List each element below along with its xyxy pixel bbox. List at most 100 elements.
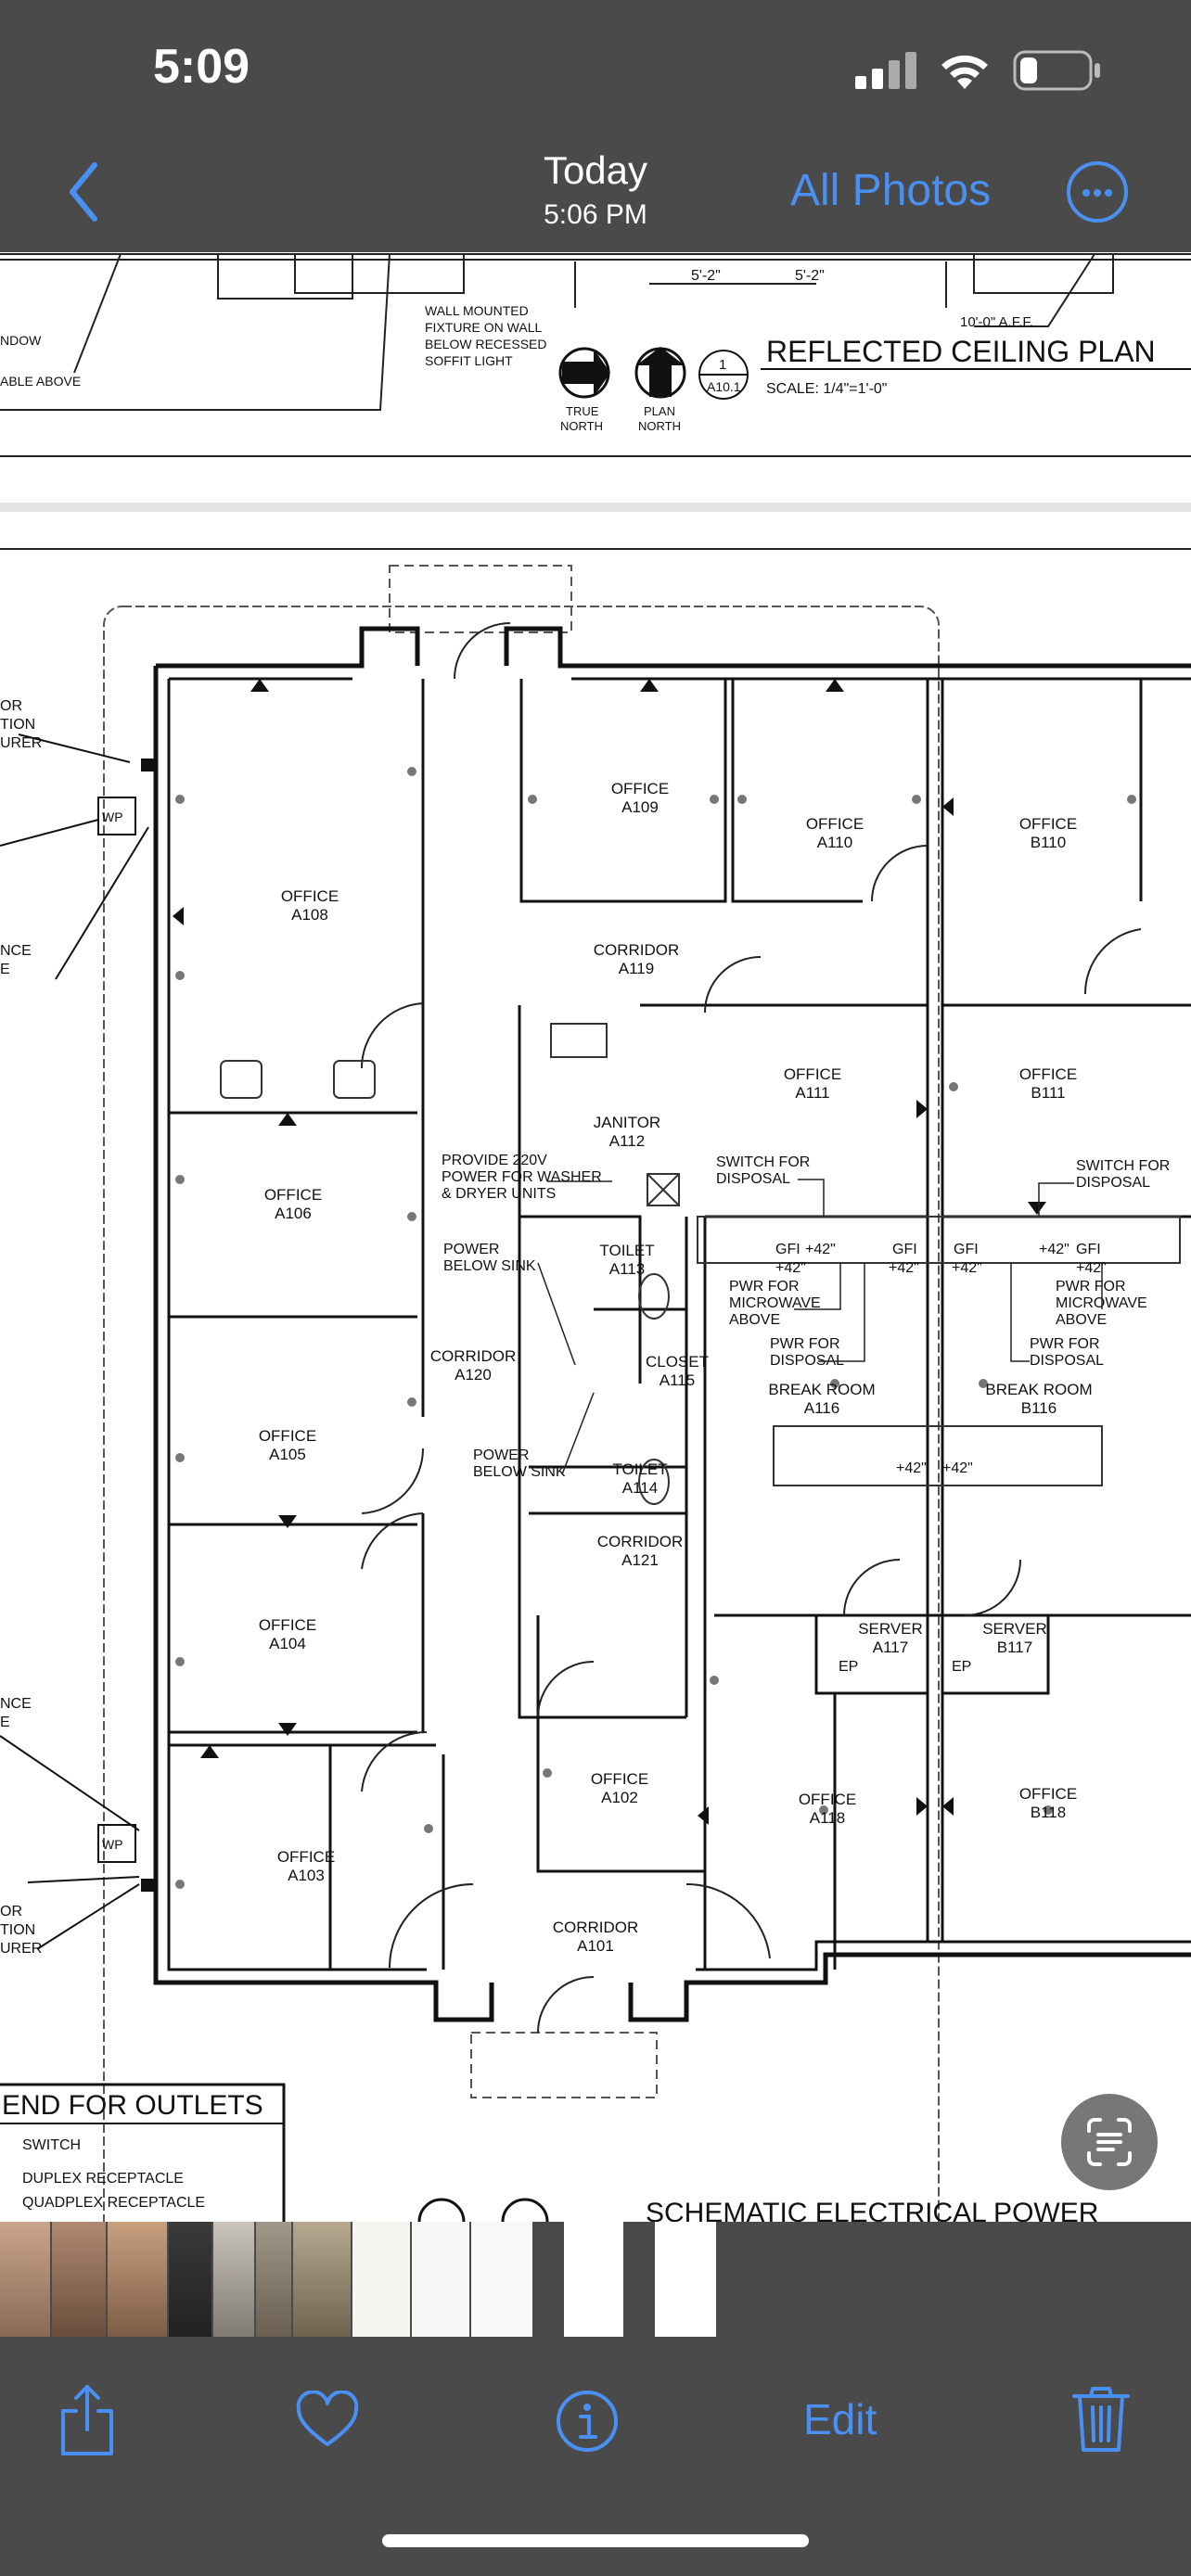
svg-text:SWITCH FOR: SWITCH FOR bbox=[1076, 1158, 1170, 1174]
live-text-button[interactable] bbox=[1061, 2094, 1158, 2190]
wp-label-2: WP bbox=[102, 1837, 123, 1852]
room-name: JANITOR bbox=[594, 1114, 660, 1131]
svg-text:URER: URER bbox=[0, 1941, 42, 1957]
plan-north-icon: PLAN NORTH bbox=[634, 347, 686, 433]
thumbnail[interactable] bbox=[412, 2222, 469, 2337]
svg-text:OR: OR bbox=[0, 698, 22, 714]
svg-text:NCE: NCE bbox=[0, 943, 32, 959]
room-number: A111 bbox=[795, 1084, 829, 1102]
svg-text:GFI: GFI bbox=[1076, 1242, 1101, 1257]
svg-text:GFI: GFI bbox=[775, 1242, 800, 1257]
svg-text:NCE: NCE bbox=[0, 1696, 32, 1712]
room-name: OFFICE bbox=[1019, 1065, 1077, 1083]
svg-text:POWER FOR WASHER: POWER FOR WASHER bbox=[442, 1169, 602, 1185]
svg-text:PWR FOR: PWR FOR bbox=[770, 1336, 840, 1352]
dim-label-2: 5'-2" bbox=[795, 268, 825, 284]
live-text-icon bbox=[1087, 2118, 1132, 2166]
info-icon[interactable] bbox=[555, 2389, 620, 2454]
svg-text:E: E bbox=[0, 1715, 10, 1730]
room-number: A113 bbox=[609, 1260, 645, 1278]
room-name: SERVER bbox=[858, 1620, 923, 1638]
room-name: OFFICE bbox=[591, 1770, 648, 1788]
share-icon[interactable] bbox=[56, 2383, 119, 2457]
more-icon[interactable] bbox=[1067, 161, 1128, 223]
svg-text:PWR FOR: PWR FOR bbox=[729, 1279, 800, 1294]
svg-text:DUPLEX RECEPTACLE: DUPLEX RECEPTACLE bbox=[22, 2171, 184, 2187]
thumbnail[interactable] bbox=[352, 2222, 410, 2337]
thumbnail[interactable] bbox=[169, 2222, 211, 2337]
svg-text:DISPOSAL: DISPOSAL bbox=[770, 1353, 844, 1369]
svg-text:+42": +42" bbox=[942, 1460, 973, 1476]
svg-text:POWER: POWER bbox=[443, 1242, 499, 1257]
svg-text:NORTH: NORTH bbox=[638, 419, 681, 433]
svg-text:URER: URER bbox=[0, 735, 42, 751]
room-number: A110 bbox=[817, 834, 852, 851]
svg-text:A10.1: A10.1 bbox=[707, 379, 741, 394]
fixture-note: WALL MOUNTED FIXTURE ON WALL BELOW RECES… bbox=[425, 303, 546, 368]
thumbnail[interactable] bbox=[471, 2222, 532, 2337]
svg-text:WALL MOUNTED: WALL MOUNTED bbox=[425, 303, 529, 318]
room-name: OFFICE bbox=[1019, 815, 1077, 833]
thumbnail[interactable] bbox=[108, 2222, 167, 2337]
svg-text:BELOW RECESSED: BELOW RECESSED bbox=[425, 337, 546, 351]
svg-text:E: E bbox=[0, 962, 10, 977]
svg-text:+42": +42" bbox=[775, 1260, 806, 1276]
svg-text:BELOW SINK: BELOW SINK bbox=[443, 1258, 536, 1274]
room-name: BREAK ROOM bbox=[985, 1381, 1092, 1398]
svg-text:SCHEMATIC ELECTRICAL POWER: SCHEMATIC ELECTRICAL POWER bbox=[646, 2198, 1098, 2222]
svg-text:SWITCH: SWITCH bbox=[22, 2137, 81, 2153]
trash-icon[interactable] bbox=[1072, 2385, 1130, 2454]
svg-text:1: 1 bbox=[719, 357, 726, 373]
dim-label-1: 5'-2" bbox=[691, 268, 721, 284]
svg-text:PWR FOR: PWR FOR bbox=[1056, 1279, 1126, 1294]
svg-text:GFI: GFI bbox=[892, 1242, 917, 1257]
svg-text:PLAN: PLAN bbox=[644, 404, 675, 418]
room-number: A120 bbox=[455, 1366, 492, 1384]
room-name: OFFICE bbox=[799, 1791, 856, 1808]
room-name: OFFICE bbox=[611, 780, 669, 797]
thumbnail[interactable] bbox=[564, 2222, 623, 2337]
dimension-labels: 5'-2" 5'-2" 10'-0" A.F.F. bbox=[691, 268, 1033, 330]
room-name: TOILET bbox=[599, 1242, 654, 1259]
room-name: OFFICE bbox=[1019, 1785, 1077, 1803]
svg-text:DISPOSAL: DISPOSAL bbox=[1030, 1353, 1104, 1369]
room-number: A119 bbox=[619, 960, 654, 977]
thumbnail[interactable] bbox=[293, 2222, 351, 2337]
sheet-callout: 1 A10.1 bbox=[698, 350, 749, 400]
room-number: A102 bbox=[601, 1789, 638, 1806]
svg-text:FIXTURE ON WALL: FIXTURE ON WALL bbox=[425, 320, 542, 335]
room-name: SERVER bbox=[982, 1620, 1047, 1638]
back-chevron-icon[interactable] bbox=[65, 159, 102, 224]
svg-text:+42": +42" bbox=[889, 1260, 919, 1276]
svg-text:NORTH: NORTH bbox=[560, 419, 603, 433]
thumbnail-selected[interactable] bbox=[655, 2222, 716, 2337]
true-north-icon: TRUE NORTH bbox=[558, 347, 610, 433]
room-name: OFFICE bbox=[259, 1616, 316, 1634]
heart-icon[interactable] bbox=[295, 2391, 360, 2448]
svg-text:SOFFIT LIGHT: SOFFIT LIGHT bbox=[425, 353, 513, 368]
edit-button[interactable]: Edit bbox=[803, 2395, 877, 2443]
room-name: OFFICE bbox=[281, 887, 339, 905]
room-name: CLOSET bbox=[646, 1353, 709, 1371]
room-number: A105 bbox=[269, 1446, 306, 1463]
svg-text:DISPOSAL: DISPOSAL bbox=[716, 1171, 790, 1187]
thumbnail[interactable] bbox=[256, 2222, 291, 2337]
svg-text:ABOVE: ABOVE bbox=[1056, 1312, 1107, 1328]
thumbnail-strip[interactable] bbox=[0, 2222, 1191, 2342]
thumbnail[interactable] bbox=[0, 2222, 50, 2337]
room-name: CORRIDOR bbox=[553, 1919, 639, 1936]
room-name: CORRIDOR bbox=[430, 1347, 517, 1365]
thumbnail[interactable] bbox=[213, 2222, 254, 2337]
thumbnail[interactable] bbox=[52, 2222, 106, 2337]
wifi-icon bbox=[941, 55, 988, 89]
status-time: 5:09 bbox=[153, 40, 250, 94]
photo-viewer[interactable]: 5'-2" 5'-2" 10'-0" A.F.F. NDOW ABLE ABOV… bbox=[0, 252, 1191, 2222]
room-number: A109 bbox=[621, 798, 659, 816]
plan-title: REFLECTED CEILING PLAN bbox=[766, 335, 1156, 368]
room-name: OFFICE bbox=[806, 815, 864, 833]
left-fragment-2: ABLE ABOVE bbox=[0, 374, 81, 389]
svg-text:TION: TION bbox=[0, 1922, 35, 1938]
svg-text:QUADPLEX RECEPTACLE: QUADPLEX RECEPTACLE bbox=[22, 2195, 205, 2211]
all-photos-button[interactable]: All Photos bbox=[790, 166, 992, 215]
svg-text:END FOR OUTLETS: END FOR OUTLETS bbox=[2, 2090, 263, 2121]
